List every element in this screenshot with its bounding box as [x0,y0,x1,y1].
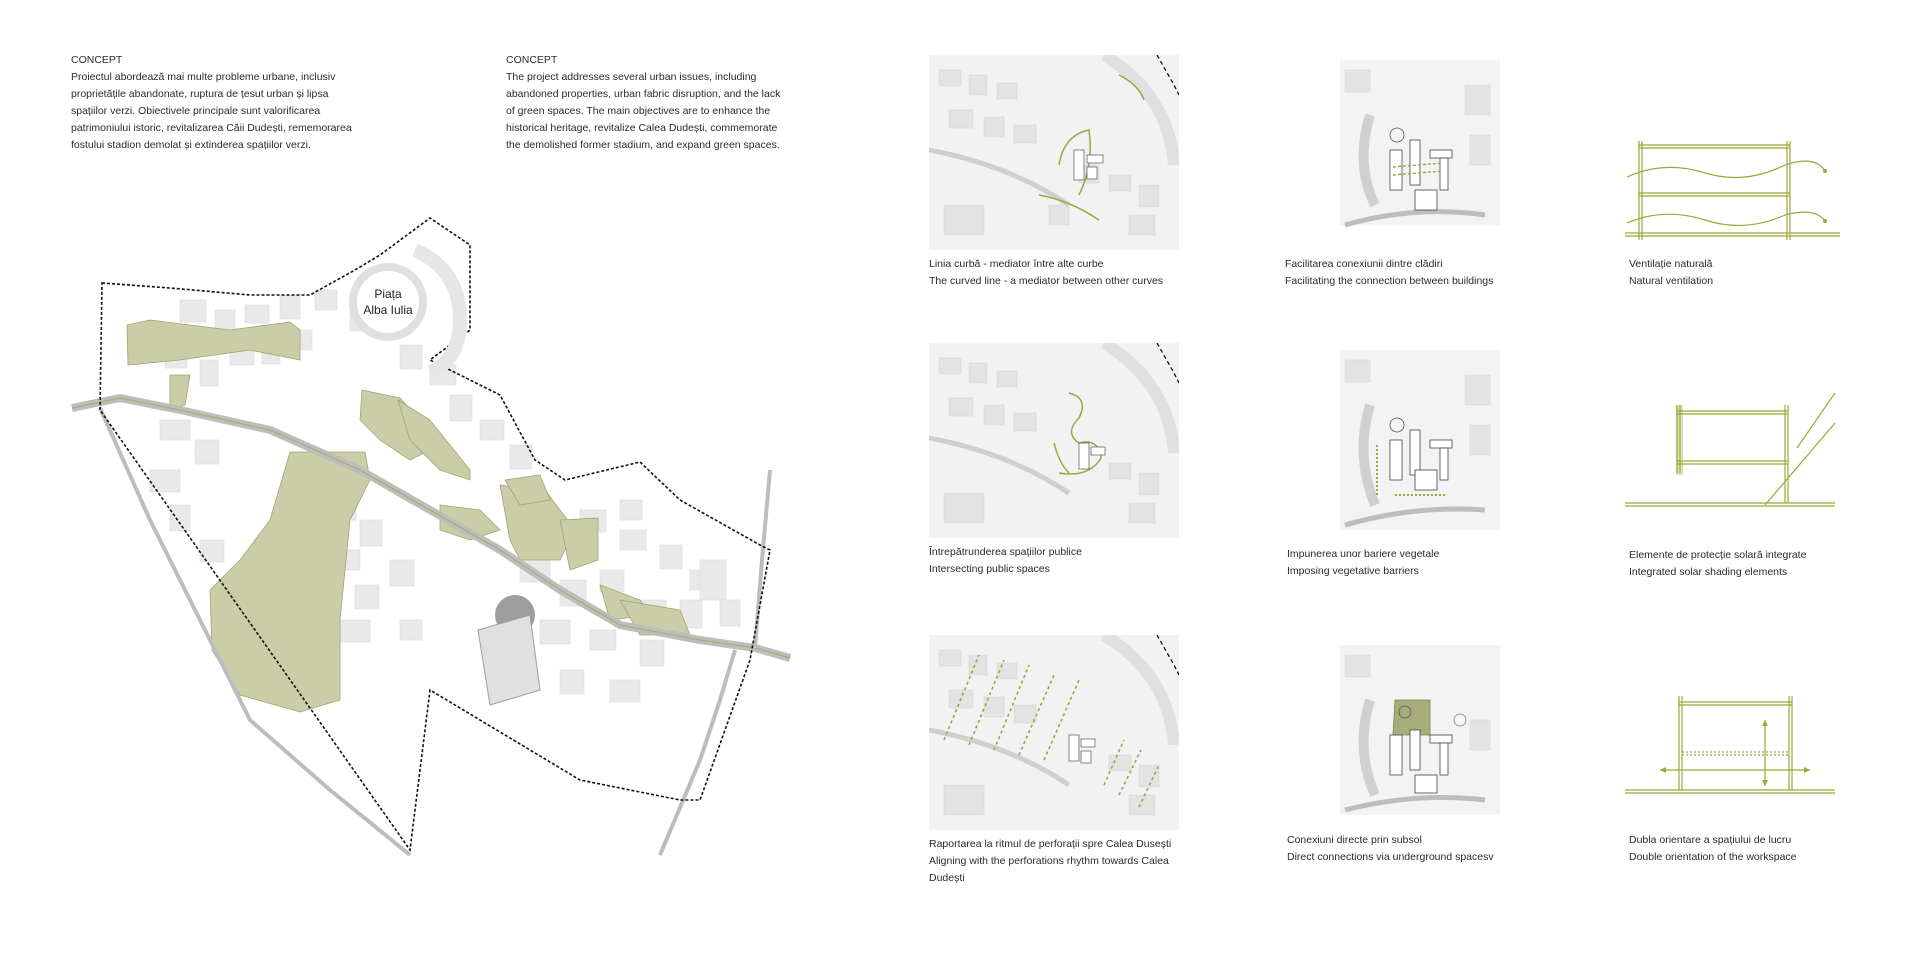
diagram-curved-line [929,55,1179,250]
caption-6: Elemente de protecție solară integrate I… [1629,547,1809,581]
caption-8: Conexiuni directe prin subsol Direct con… [1287,832,1494,866]
concept-ro: CONCEPT Proiectul abordează mai multe pr… [71,52,356,154]
caption-7: Raportarea la ritmul de perforații spre … [929,836,1189,887]
caption-7-en: Aligning with the perforations rhythm to… [929,855,1169,884]
caption-9-ro: Dubla orientare a spațiului de lucru [1629,834,1792,846]
caption-4-en: Intersecting public spaces [929,563,1050,575]
caption-3-ro: Ventilație naturală [1629,258,1713,270]
caption-4-ro: Întrepătrunderea spațiilor publice [929,546,1082,558]
caption-2-ro: Facilitarea conexiunii dintre clădiri [1285,258,1443,270]
diagram-natural-ventilation [1625,141,1840,240]
site-plan-map: Piața Alba Iulia [71,217,792,857]
diagram-building-connection [1340,60,1500,228]
map-site-boundary [99,217,771,853]
caption-1-en: The curved line - a mediator between oth… [929,275,1164,287]
diagram-intersecting-spaces [929,343,1179,538]
map-stadium [477,595,541,706]
diagram-vegetative-barriers [1340,350,1500,530]
diagram-double-orientation [1625,696,1835,794]
map-label-line1: Piața [374,287,402,301]
map-south-road [658,649,737,856]
map-green-areas [126,319,691,713]
diagram-underground-connections [1340,645,1500,815]
caption-5-ro: Impunerea unor bariere vegetale [1287,548,1440,560]
concept-ro-body: Proiectul abordează mai multe probleme u… [71,71,352,151]
caption-1-ro: Linia curbă - mediator între alte curbe [929,258,1104,270]
caption-1: Linia curbă - mediator între alte curbe … [929,256,1163,290]
caption-7-ro: Raportarea la ritmul de perforații spre … [929,838,1172,850]
caption-2: Facilitarea conexiunii dintre clădiri Fa… [1285,256,1493,290]
caption-3: Ventilație naturală Natural ventilation [1629,256,1713,290]
concept-en: CONCEPT The project addresses several ur… [506,52,786,154]
caption-6-ro: Elemente de protecție solară integrate [1629,549,1807,561]
caption-3-en: Natural ventilation [1629,275,1714,287]
caption-6-en: Integrated solar shading elements [1629,566,1788,578]
caption-8-en: Direct connections via underground space… [1287,851,1494,863]
caption-5-en: Imposing vegetative barriers [1287,565,1419,577]
diagram-perforations-rhythm [929,635,1179,830]
map-label-line2: Alba Iulia [363,303,413,317]
caption-2-en: Facilitating the connection between buil… [1285,275,1494,287]
map-piata-alba-iulia [349,243,468,379]
concept-en-body: The project addresses several urban issu… [506,71,781,151]
diagram-solar-shading [1625,393,1836,507]
concept-en-title: CONCEPT [506,54,558,66]
concept-ro-title: CONCEPT [71,54,123,66]
caption-4: Întrepătrunderea spațiilor publice Inter… [929,544,1082,578]
map-west-road [98,407,412,857]
caption-8-ro: Conexiuni directe prin subsol [1287,834,1422,846]
caption-5: Impunerea unor bariere vegetale Imposing… [1287,546,1439,580]
caption-9: Dubla orientare a spațiului de lucru Dou… [1629,832,1797,866]
caption-9-en: Double orientation of the workspace [1629,851,1797,863]
